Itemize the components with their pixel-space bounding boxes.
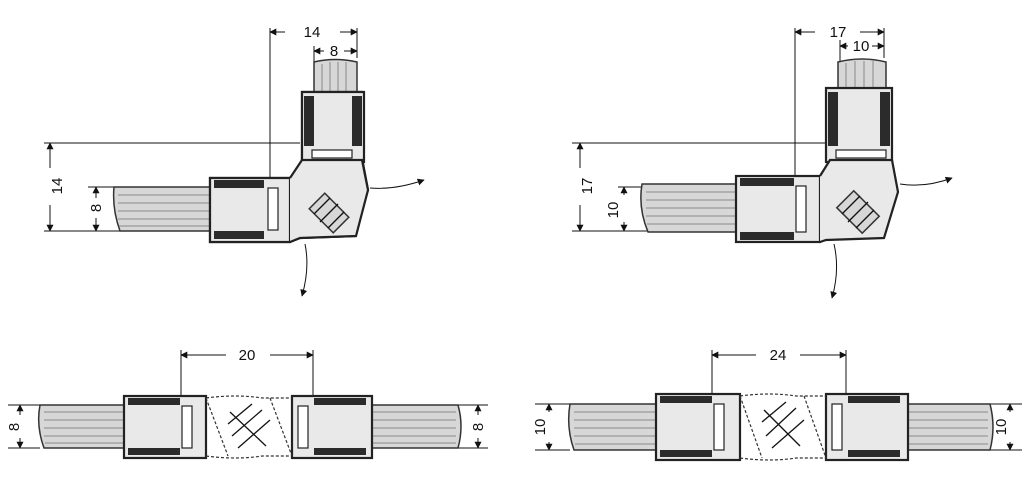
dim-label-10-right: 10 [993,419,1010,436]
corner-profile-top-left: 14 8 14 8 [44,24,425,297]
dimension-right-thickness: 8 [455,404,488,449]
dim-label-14: 14 [304,24,321,41]
dimension-top-width: 14 8 [269,24,358,180]
dim-label-20: 20 [239,347,256,364]
swing-arrow-right [369,178,425,189]
dim-label-17-side: 17 [579,178,596,195]
straight-profile-bottom-left: 20 8 8 [6,347,488,460]
dimension-gap: 20 [180,347,314,398]
dim-label-8-side: 8 [88,204,105,212]
straight-profile-bottom-right: 24 10 10 [532,347,1022,462]
dimension-gap: 24 [711,347,847,398]
dim-label-8: 8 [330,43,338,60]
seal-profile-body [122,394,374,460]
dim-label-10: 10 [853,38,870,55]
dim-label-8-right: 8 [470,423,487,431]
swing-arrow-right [899,176,953,186]
dimension-left-thickness: 8 [6,404,40,449]
dimension-right-thickness: 10 [990,403,1022,451]
seal-profile-body [734,86,900,244]
dim-label-8-left: 8 [6,423,23,431]
swing-arrow-down [300,243,308,297]
dimension-side-height: 14 8 [44,142,300,232]
dim-label-14-side: 14 [49,178,66,195]
dim-label-10-side: 10 [605,202,622,219]
dimension-left-thickness: 10 [532,403,570,451]
dim-label-24: 24 [770,347,787,364]
dimension-top-width: 17 10 [794,24,885,180]
swing-arrow-down [830,243,838,299]
corner-profile-top-right: 17 10 17 10 [572,24,953,299]
dim-label-10-left: 10 [532,419,549,436]
dimension-side-height: 17 10 [572,142,828,232]
seal-profile-body [654,392,910,462]
dim-label-17: 17 [830,24,847,41]
seal-profile-body [208,90,370,244]
